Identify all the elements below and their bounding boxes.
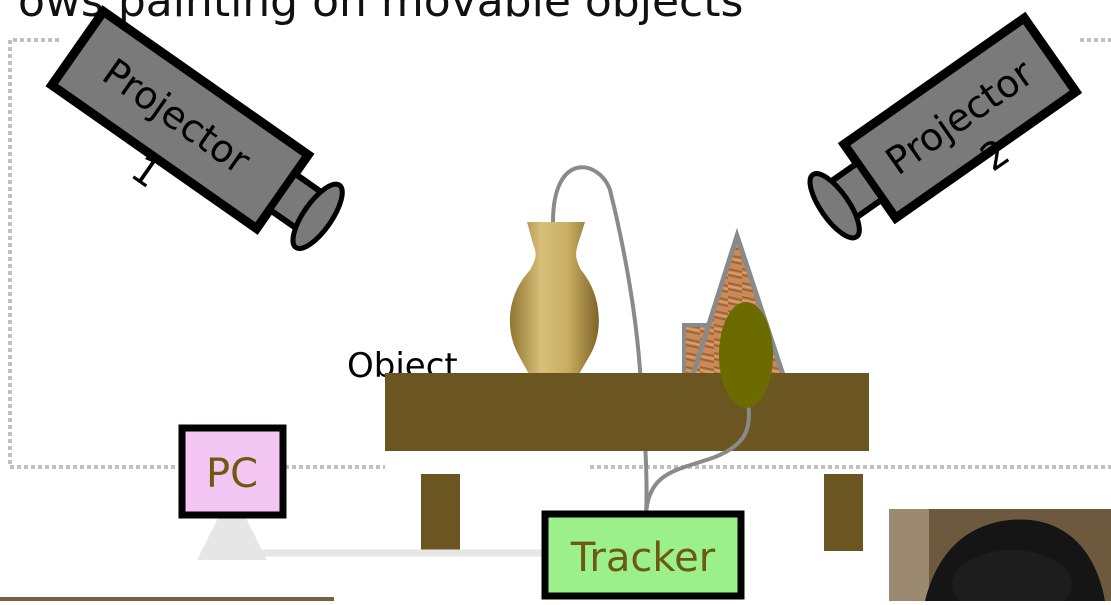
projector-1: Projector <box>52 11 355 261</box>
table-leg-right <box>824 474 863 551</box>
pc-label: PC <box>206 451 258 497</box>
tracker-label: Tracker <box>570 535 716 581</box>
tracker-to-pc-arrow <box>232 525 545 553</box>
photo-thumbnail-right <box>889 509 1111 601</box>
table-leg-left <box>421 474 460 551</box>
photo-strip-left <box>0 597 334 601</box>
projector-2: Projector <box>797 18 1076 251</box>
table-top <box>385 373 869 451</box>
vase <box>510 222 599 376</box>
tracking-sensor <box>719 302 773 408</box>
